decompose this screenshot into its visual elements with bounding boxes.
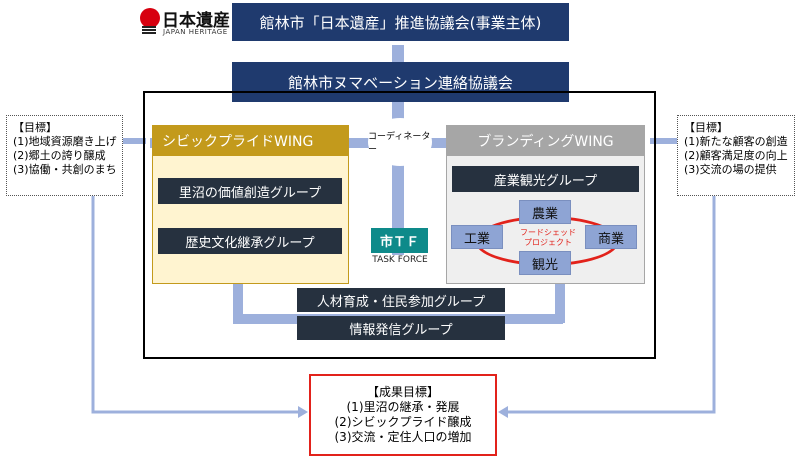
left-goal-item: (1)地域資源磨き上げ [13, 135, 117, 148]
coordinator-label: コーディネーター [368, 132, 431, 155]
branding-wing-title: ブランディングWING [446, 125, 645, 156]
header-second-label: 館林市ヌマベーション連絡協議会 [288, 73, 513, 92]
branding-wing-title-label: ブランディングWING [477, 133, 614, 150]
main-frame [143, 91, 656, 359]
left-goal-item: (3)協働・共創のまち [13, 163, 117, 176]
satonuma-value-group: 里沼の価値創造グループ [158, 178, 342, 204]
food-shed-label-line1: フードシェッド [520, 228, 576, 237]
right-goal-item: (1)新たな顧客の創造 [684, 135, 788, 148]
tourism-box: 観光 [519, 251, 571, 275]
history-culture-group: 歴史文化継承グループ [158, 228, 342, 254]
industry-box: 工業 [451, 225, 503, 249]
human-resources-group: 人材育成・住民参加グループ [297, 288, 505, 312]
task-force-label: 市ＴＦ [379, 235, 419, 250]
right-goal-item: (2)顧客満足度の向上 [684, 149, 788, 162]
result-goal-item: (2)シビックプライド醸成 [334, 415, 472, 429]
food-shed-project-label: フードシェッド プロジェクト [505, 228, 591, 248]
left-goals-box: 【目標】 (1)地域資源磨き上げ (2)郷土の誇り醸成 (3)協働・共創のまち [6, 115, 123, 196]
civic-pride-wing-title: シビックプライドWING [152, 125, 349, 156]
right-goals-title: 【目標】 [684, 121, 728, 134]
result-goals-box: 【成果目標】 (1)里沼の継承・発展 (2)シビックプライド醸成 (3)交流・定… [309, 374, 497, 456]
industrial-tourism-group: 産業観光グループ [452, 166, 639, 192]
left-goal-item: (2)郷土の誇り醸成 [13, 149, 106, 162]
logo-sub-text: JAPAN HERITAGE [163, 28, 228, 36]
header-main-label: 館林市「日本遺産」推進協議会(事業主体) [259, 13, 542, 32]
information-group-label: 情報発信グループ [349, 322, 453, 338]
result-goals-title: 【成果目標】 [366, 385, 439, 399]
header-second-box: 館林市ヌマベーション連絡協議会 [232, 62, 569, 102]
hinomaru-logo-icon [140, 8, 160, 28]
header-main-box: 館林市「日本遺産」推進協議会(事業主体) [232, 3, 569, 41]
right-goal-item: (3)交流の場の提供 [684, 163, 777, 176]
commerce-label: 商業 [597, 231, 624, 247]
industry-label: 工業 [463, 231, 490, 247]
information-group: 情報発信グループ [297, 316, 505, 340]
agriculture-box: 農業 [519, 200, 571, 224]
human-resources-group-label: 人材育成・住民参加グループ [316, 294, 486, 310]
commerce-box: 商業 [585, 225, 637, 249]
result-goal-item: (3)交流・定住人口の増加 [334, 430, 472, 444]
logo-brand-text: 日本遺産 [162, 11, 230, 31]
history-culture-group-label: 歴史文化継承グループ [185, 235, 315, 251]
task-force-caption: TASK FORCE [372, 255, 428, 265]
result-goal-item: (1)里沼の継承・発展 [346, 400, 460, 414]
logo-stripes-icon [142, 26, 156, 34]
civic-pride-wing-title-label: シビックプライドWING [162, 133, 314, 150]
right-goals-box: 【目標】 (1)新たな顧客の創造 (2)顧客満足度の向上 (3)交流の場の提供 [677, 115, 795, 196]
coordinator-node: コーディネーター [368, 118, 432, 166]
agriculture-label: 農業 [531, 206, 558, 222]
tourism-label: 観光 [531, 257, 558, 273]
food-shed-label-line2: プロジェクト [524, 238, 572, 247]
satonuma-value-group-label: 里沼の価値創造グループ [178, 185, 322, 201]
task-force-box: 市ＴＦ [371, 228, 428, 253]
left-goals-title: 【目標】 [13, 121, 57, 134]
industrial-tourism-group-label: 産業観光グループ [493, 173, 598, 189]
